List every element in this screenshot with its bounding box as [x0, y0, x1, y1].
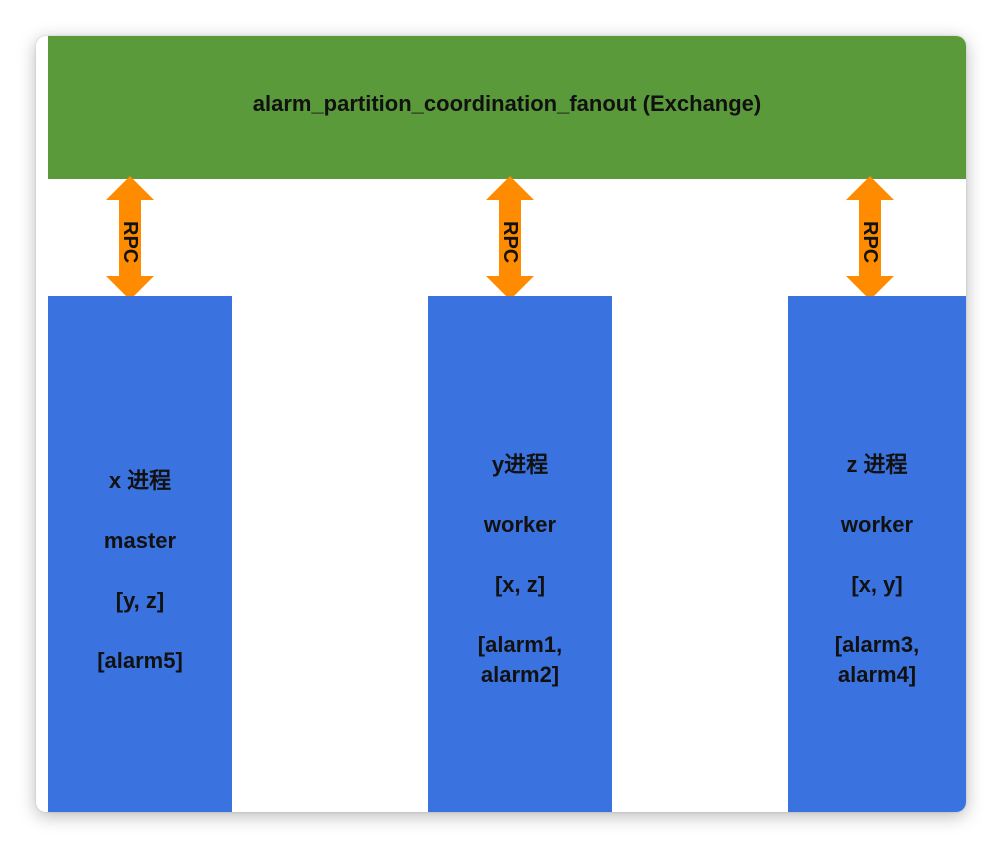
process-z-content: z 进程 worker [x, y] [alarm3, alarm4]: [788, 450, 966, 690]
rpc-arrow-x: RPC: [106, 176, 154, 300]
double-arrow-icon: [486, 176, 534, 300]
rpc-arrow-z: RPC: [846, 176, 894, 300]
rpc-label: RPC: [119, 220, 141, 264]
process-y-box: y进程 worker [x, z] [alarm1, alarm2]: [428, 296, 612, 812]
process-x-box: x 进程 master [y, z] [alarm5]: [48, 296, 232, 812]
process-alarms-line: alarm2]: [480, 662, 560, 687]
double-arrow-icon: [846, 176, 894, 300]
process-y-content: y进程 worker [x, z] [alarm1, alarm2]: [428, 450, 612, 690]
exchange-label: alarm_partition_coordination_fanout (Exc…: [252, 90, 762, 116]
process-role: worker: [483, 512, 557, 537]
process-alarms-line: [alarm5]: [97, 648, 183, 673]
process-peers: [x, y]: [851, 572, 903, 597]
process-peers: [y, z]: [115, 588, 165, 613]
process-z-box: z 进程 worker [x, y] [alarm3, alarm4]: [788, 296, 966, 812]
process-role: master: [103, 528, 177, 553]
process-alarms-line: alarm4]: [837, 662, 917, 687]
rpc-label: RPC: [859, 220, 881, 264]
process-name: y进程: [491, 452, 549, 477]
rpc-arrow-y: RPC: [486, 176, 534, 300]
rpc-label: RPC: [499, 220, 521, 264]
process-alarms-line: [alarm3,: [834, 632, 920, 657]
process-role: worker: [840, 512, 914, 537]
diagram-card: alarm_partition_coordination_fanout (Exc…: [36, 36, 966, 812]
process-name: z 进程: [846, 452, 908, 477]
double-arrow-icon: [106, 176, 154, 300]
process-peers: [x, z]: [494, 572, 546, 597]
process-alarms-line: [alarm1,: [477, 632, 563, 657]
process-name: x 进程: [108, 468, 172, 493]
exchange-box: alarm_partition_coordination_fanout (Exc…: [48, 36, 966, 179]
process-x-content: x 进程 master [y, z] [alarm5]: [48, 466, 232, 676]
